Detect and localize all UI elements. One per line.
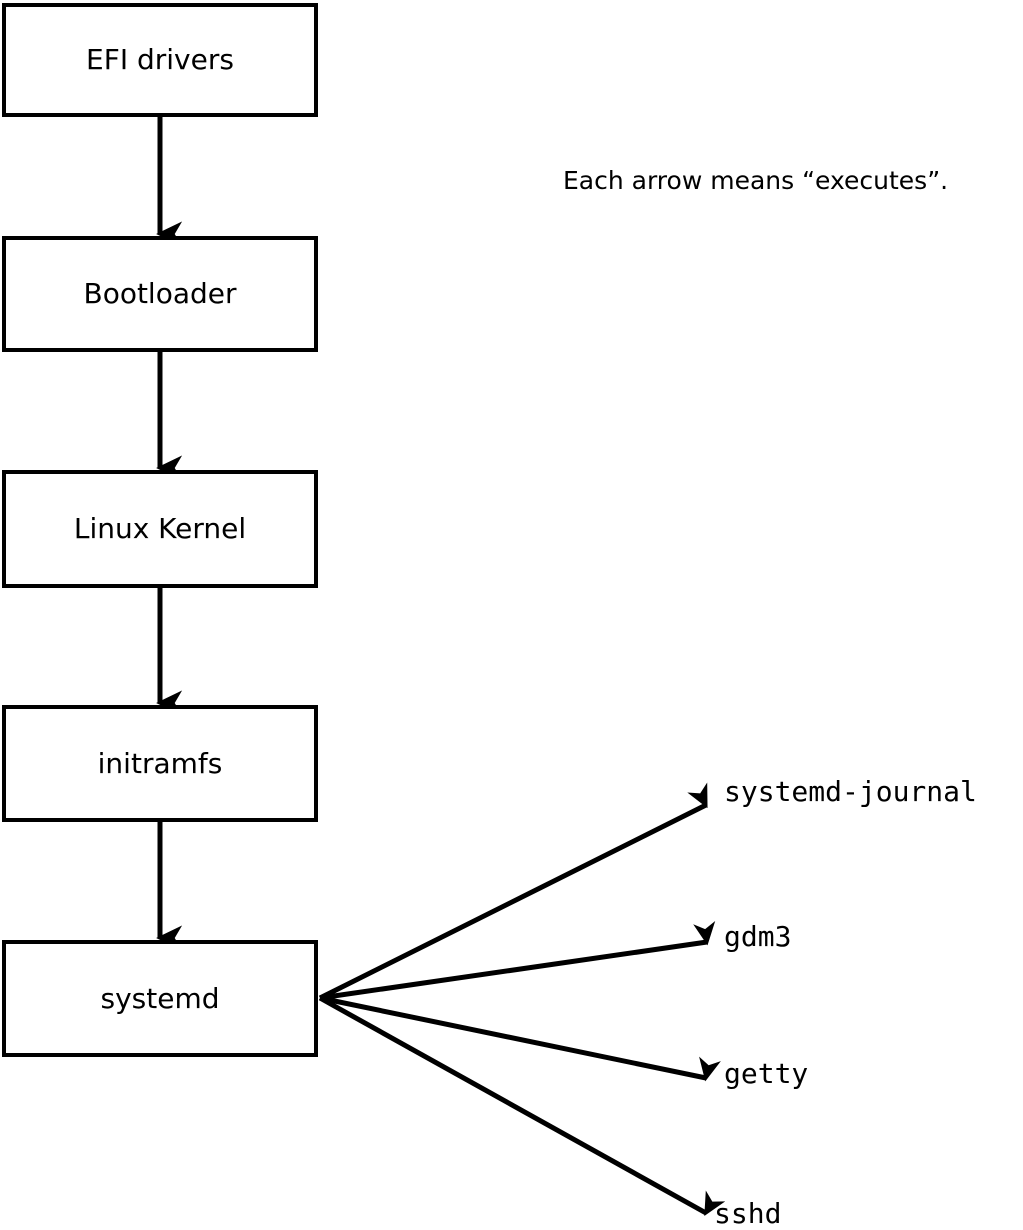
boot-stage-box[interactable]: Bootloader — [2, 236, 318, 352]
boot-stage-label: Linux Kernel — [73, 512, 247, 545]
executes-arrow — [318, 995, 726, 1217]
boot-stage-label: Bootloader — [83, 277, 237, 310]
boot-stage-box[interactable]: Linux Kernel — [2, 470, 318, 588]
service-label[interactable]: gdm3 — [724, 920, 792, 953]
legend-caption: Each arrow means “executes”. — [563, 166, 949, 195]
boot-stage-label: EFI drivers — [86, 43, 234, 76]
service-label[interactable]: systemd-journal — [724, 775, 977, 808]
service-arrow-group — [318, 782, 726, 1217]
executes-arrow — [319, 921, 716, 1001]
boot-stage-box[interactable]: EFI drivers — [2, 3, 318, 117]
service-label[interactable]: sshd — [714, 1197, 782, 1230]
service-label[interactable]: getty — [724, 1057, 809, 1090]
executes-arrow — [318, 782, 708, 1001]
boot-stage-box[interactable]: systemd — [2, 940, 318, 1057]
boot-stage-label: systemd — [100, 981, 220, 1015]
boot-stage-label: initramfs — [97, 746, 223, 780]
executes-arrow — [319, 995, 721, 1082]
boot-stage-box[interactable]: initramfs — [2, 705, 318, 822]
